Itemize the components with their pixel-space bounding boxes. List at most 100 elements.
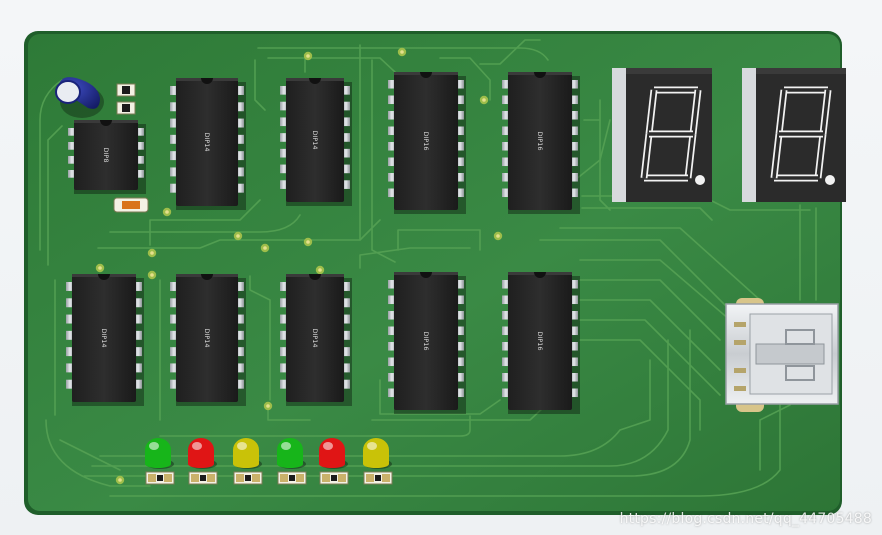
led-red xyxy=(188,438,217,469)
ic-pin xyxy=(136,128,144,136)
ic-pin xyxy=(342,347,350,357)
ic-pin xyxy=(456,373,464,382)
ic-u5: DIP16 xyxy=(502,72,580,214)
ic-pin xyxy=(280,164,288,174)
ic-pin xyxy=(170,167,178,177)
ic-pin xyxy=(342,180,350,189)
ic-pin xyxy=(170,298,178,308)
ic-label: DIP16 xyxy=(422,131,430,150)
ic-notch xyxy=(201,78,213,84)
led-yellow xyxy=(233,438,262,469)
ic-pin xyxy=(280,133,288,142)
via-10 xyxy=(263,401,273,411)
electrolytic-capacitor xyxy=(55,77,104,118)
trace-18 xyxy=(581,207,713,221)
ic-u3: DIP14 xyxy=(280,78,352,206)
ic-pin xyxy=(342,314,350,324)
trace-15 xyxy=(479,39,541,65)
smd-resistor-1 xyxy=(116,101,136,115)
ic-pin xyxy=(570,111,578,120)
ic-pin xyxy=(236,379,244,389)
ic-pin xyxy=(134,363,142,373)
ic-pin xyxy=(342,330,350,340)
ic-notch xyxy=(534,72,546,78)
ic-pin xyxy=(570,188,578,198)
led-resistor-2 xyxy=(233,471,263,485)
ic-pin xyxy=(66,379,74,389)
ic-pin xyxy=(280,148,288,158)
ic-pin xyxy=(456,80,464,89)
ic-pin xyxy=(68,142,76,150)
usb-connector xyxy=(725,298,839,412)
ic-pin xyxy=(280,347,288,357)
led-resistor-3 xyxy=(277,471,307,485)
led-row xyxy=(145,438,392,469)
ic-pin xyxy=(170,134,178,144)
ic-pin xyxy=(236,86,244,95)
ic-pin xyxy=(502,326,510,336)
seven-segment-disp2 xyxy=(742,68,846,202)
ic-pin xyxy=(68,128,76,136)
via-9 xyxy=(493,231,503,241)
ic-u2: DIP14 xyxy=(170,78,246,210)
ic-pin xyxy=(388,111,396,120)
ic-label: DIP16 xyxy=(536,131,544,150)
smd-resistor-orange xyxy=(113,197,149,213)
copper-traces xyxy=(39,39,817,497)
trace-29 xyxy=(99,359,651,457)
ic-pin xyxy=(66,363,74,373)
ic-pin xyxy=(170,102,178,112)
trace-3 xyxy=(45,419,151,487)
ic-pin xyxy=(388,188,396,198)
ic-pin xyxy=(388,373,396,382)
ic-pin xyxy=(456,342,464,351)
ic-label: DIP14 xyxy=(203,132,211,151)
trace-39 xyxy=(709,199,811,211)
ic-pin xyxy=(236,347,244,357)
ic-pin xyxy=(502,126,510,136)
ic-pin xyxy=(570,311,578,320)
ic-pin xyxy=(134,314,142,324)
ic-pin xyxy=(280,101,288,111)
digit-glyph xyxy=(770,86,832,182)
ic-pin xyxy=(134,282,142,291)
led-red xyxy=(319,438,348,469)
trace-7 xyxy=(97,219,381,249)
ic-pin xyxy=(342,164,350,174)
ic-pin xyxy=(170,183,178,193)
ic-label: DIP14 xyxy=(100,328,108,347)
ic-pin xyxy=(134,379,142,389)
via-5 xyxy=(303,237,313,247)
trace-8 xyxy=(254,59,266,111)
ic-pin xyxy=(136,156,144,164)
via-13 xyxy=(95,263,105,273)
ic-pin xyxy=(456,295,464,305)
ic-label: DIP14 xyxy=(311,328,319,347)
ic-pin xyxy=(388,326,396,336)
trace-22 xyxy=(579,279,721,341)
via-6 xyxy=(162,207,172,217)
via-7 xyxy=(147,248,157,258)
trace-23 xyxy=(579,299,721,371)
ic-pin xyxy=(570,295,578,305)
ic-pin xyxy=(170,282,178,291)
trace-20 xyxy=(539,239,741,321)
ic-pin xyxy=(570,142,578,151)
watermark-url: https://blog.csdn.net/qq_44705488 xyxy=(619,511,872,527)
trace-4 xyxy=(59,439,121,471)
ic-notch xyxy=(534,272,546,278)
ic-pin xyxy=(170,314,178,324)
ic-pin xyxy=(280,330,288,340)
ic-pin xyxy=(342,86,350,95)
ic-pin xyxy=(456,326,464,336)
trace-14 xyxy=(439,57,491,101)
via-holes xyxy=(95,47,503,485)
capacitor-top xyxy=(55,80,81,104)
ic-pin xyxy=(388,126,396,136)
trace-21 xyxy=(579,259,731,321)
trace-24 xyxy=(579,319,721,396)
ic-pin xyxy=(170,379,178,389)
ic-pin xyxy=(170,363,178,373)
trace-6 xyxy=(109,214,301,233)
